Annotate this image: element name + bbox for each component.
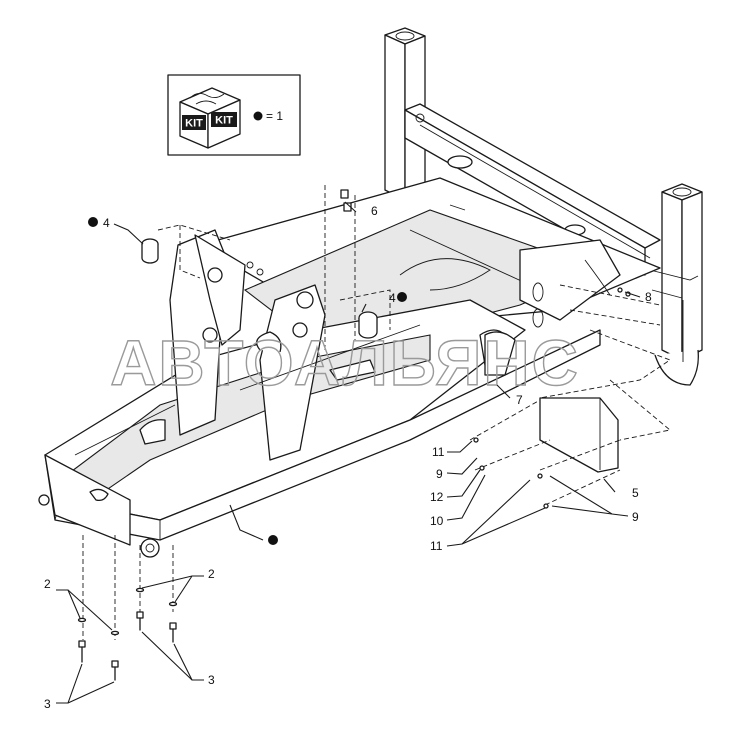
main-frame (38, 177, 661, 558)
kit-badge-right-text: KIT (215, 115, 233, 127)
callout-7: 7 (516, 393, 523, 407)
callout-11a: 11 (432, 445, 445, 459)
callout-labels: 4 4 6 8 7 11 9 12 10 11 5 9 2 2 3 3 (44, 204, 652, 711)
callout-5: 5 (632, 486, 639, 500)
bushing-left (141, 238, 159, 264)
callout-2a: 2 (44, 577, 51, 591)
callout-10: 10 (430, 514, 444, 528)
bolts (77, 587, 178, 681)
kit-legend-text: = 1 (266, 109, 283, 123)
bolt-b (110, 630, 120, 681)
callout-2b: 2 (208, 567, 215, 581)
callout-11b: 11 (430, 539, 443, 553)
kit-badge-right (211, 112, 237, 127)
kit-badge-left (182, 115, 206, 130)
callout-8: 8 (645, 290, 652, 304)
bolt-c (135, 587, 145, 631)
callout-3b: 3 (208, 673, 215, 687)
watermark: АВТОАЛЬЯНС (110, 327, 580, 399)
callout-4a-bullet-icon (88, 217, 98, 227)
callout-4b: 4 (389, 291, 396, 305)
callout-4a: 4 (103, 216, 110, 230)
callout-9b: 9 (632, 510, 639, 524)
bolt-d (168, 601, 178, 643)
bracket-7 (484, 331, 516, 376)
rear-frame (384, 27, 703, 386)
kit-box-icon: KIT KIT (179, 87, 241, 149)
callout-3a: 3 (44, 697, 51, 711)
callout-4b-bullet-icon (397, 292, 407, 302)
cover-plate (539, 397, 619, 473)
callout-12: 12 (430, 490, 444, 504)
callout-1-bullet-icon (268, 535, 278, 545)
bolt-a (77, 617, 87, 663)
kit-badge-left-text: KIT (185, 118, 203, 130)
assembly-lines (82, 185, 672, 640)
callout-6: 6 (371, 204, 378, 218)
kit-bullet-icon (253, 111, 263, 121)
leader-lines (56, 201, 641, 704)
callout-9a: 9 (436, 467, 443, 481)
kit-legend: KIT KIT = 1 (167, 74, 301, 156)
bushing-right (358, 311, 378, 339)
